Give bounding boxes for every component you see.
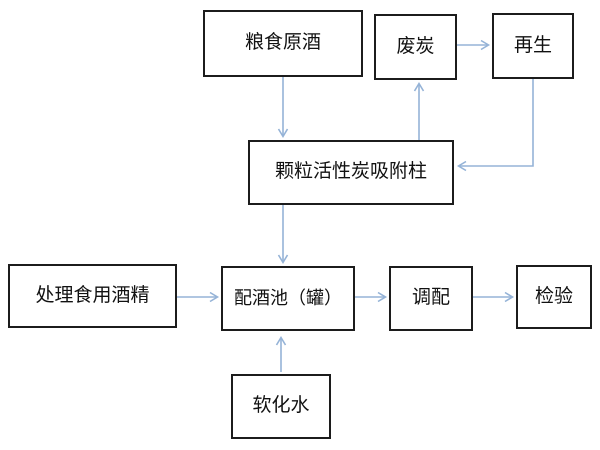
node-spent-carbon-label: 废炭 <box>396 35 435 57</box>
node-regeneration-label: 再生 <box>513 34 552 56</box>
node-grain-raw-liquor-label: 粮食原酒 <box>244 32 321 54</box>
node-inspection: 检验 <box>516 265 592 329</box>
node-blending-tank: 配酒池（罐） <box>221 266 355 331</box>
node-carbon-adsorption-column-label: 颗粒活性炭吸附柱 <box>274 161 427 183</box>
node-blending-tank-label: 配酒池（罐） <box>234 287 342 308</box>
node-softened-water-label: 软化水 <box>252 395 310 417</box>
node-blending: 调配 <box>389 266 473 331</box>
node-spent-carbon: 废炭 <box>374 14 457 80</box>
node-carbon-adsorption-column: 颗粒活性炭吸附柱 <box>248 140 454 205</box>
connectors-group <box>177 39 534 372</box>
node-treated-edible-alcohol-label: 处理食用酒精 <box>35 284 150 306</box>
node-treated-edible-alcohol: 处理食用酒精 <box>8 264 177 328</box>
node-blending-label: 调配 <box>411 287 450 309</box>
node-softened-water: 软化水 <box>231 374 331 439</box>
node-regeneration: 再生 <box>492 13 574 79</box>
edge-regeneration-to-column-arrow <box>456 79 534 172</box>
node-grain-raw-liquor: 粮食原酒 <box>203 10 363 77</box>
node-inspection-label: 检验 <box>534 285 573 307</box>
